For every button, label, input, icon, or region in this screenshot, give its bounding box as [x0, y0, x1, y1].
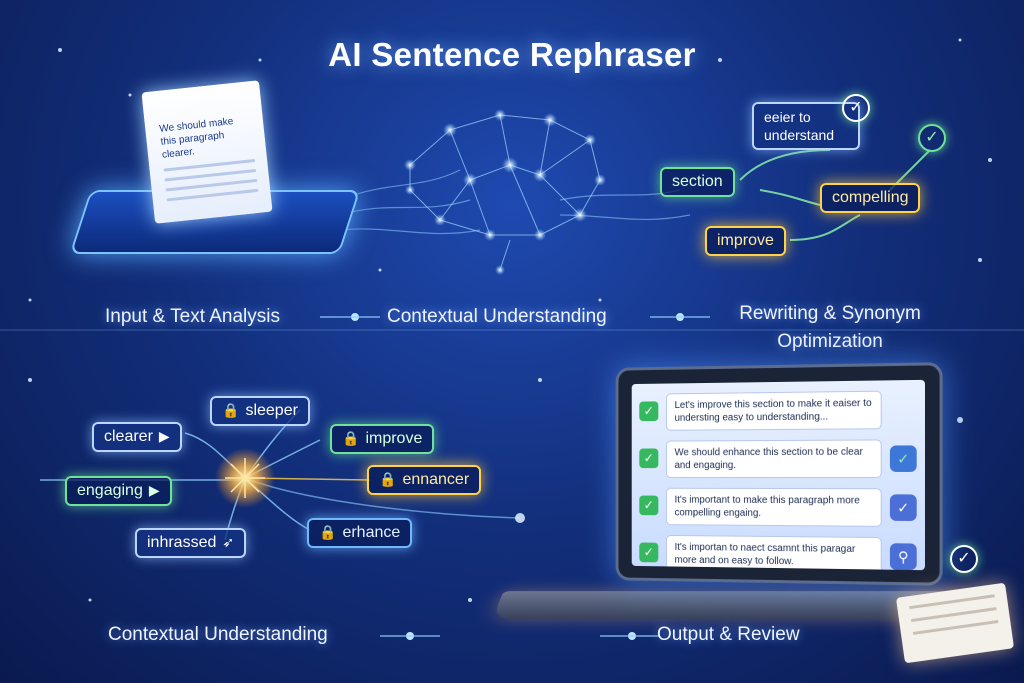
chip-section: section: [660, 167, 735, 197]
laptop-screen: ✓ Let's improve this section to make it …: [631, 379, 925, 571]
chip-infrassed-text: inhrassed: [147, 534, 217, 551]
step-input-label: Input & Text Analysis: [105, 306, 280, 327]
check-icon: ✓: [639, 542, 659, 563]
rephrased-sentence: Let's improve this section to make it ea…: [665, 390, 882, 431]
step-rewriting-line2: Optimization: [777, 331, 883, 352]
chip-easier: eeier to understand: [752, 102, 860, 150]
chip-enhance: 🔒 erhance: [307, 518, 413, 548]
chip-infrassed: inhrassed ➶: [135, 528, 247, 558]
rocket-icon: ➶: [222, 534, 235, 550]
step-output-label: Output & Review: [657, 624, 800, 645]
list-item: ✓ We should enhance this section to be c…: [639, 439, 917, 480]
lock-icon: 🔒: [342, 430, 360, 446]
lock-icon: 🔒: [379, 471, 397, 487]
document-text: We should make this paragraph clearer.: [158, 116, 234, 161]
brain-network: [409, 114, 601, 271]
lock-icon: 🔒: [319, 524, 337, 540]
check-icon: ✓: [918, 124, 946, 152]
chip-enhancer-text: ennancer: [402, 471, 470, 488]
link-icon[interactable]: ⚲: [889, 543, 917, 571]
chip-sleeper-text: sleeper: [245, 402, 298, 419]
chip-compelling: compelling: [820, 183, 921, 213]
list-item: ✓ Let's improve this section to make it …: [639, 390, 916, 433]
step-rewriting-line1: Rewriting & Synonym: [739, 303, 921, 324]
check-icon: ✓: [639, 448, 659, 469]
rephrased-sentence: We should enhance this section to be cle…: [665, 439, 882, 479]
lock-icon: 🔒: [222, 402, 240, 418]
laptop: ✓ Let's improve this section to make it …: [615, 362, 943, 586]
chip-clearer: clearer ▶: [92, 422, 182, 452]
list-item: ✓ It's importan to naect csamnt this par…: [639, 534, 917, 571]
check-icon: ✓: [950, 545, 978, 573]
chip-improve-text: improve: [365, 430, 423, 447]
play-icon: ▶: [158, 428, 170, 444]
page-title: AI Sentence Rephraser: [328, 36, 696, 73]
chip-enhancer: 🔒 ennancer: [367, 465, 482, 495]
chip-sleeper: 🔒 sleeper: [210, 396, 310, 426]
check-icon: ✓: [639, 495, 659, 516]
chip-enhance-text: erhance: [342, 524, 401, 541]
list-item: ✓ It's important to make this paragraph …: [639, 487, 917, 529]
rephrased-sentence: It's importan to naect csamnt this parag…: [665, 534, 882, 571]
approve-icon[interactable]: ✓: [889, 445, 917, 472]
approve-icon[interactable]: ✓: [889, 494, 917, 522]
chip-engaging-text: engaging: [77, 482, 143, 499]
play-icon: ▶: [148, 482, 160, 498]
step-rewriting-label: Rewriting & Synonym Optimization: [710, 303, 950, 353]
chip-engaging: engaging ▶: [65, 476, 172, 506]
input-document: We should make this paragraph clearer.: [141, 80, 273, 224]
check-icon: ✓: [639, 401, 659, 422]
document-lines: [163, 159, 259, 202]
chip-clearer-text: clearer: [104, 428, 153, 445]
rephrased-sentence: It's important to make this paragraph mo…: [665, 487, 882, 527]
step-context-bottom-label: Contextual Understanding: [108, 624, 328, 645]
chip-improve-bottom: 🔒 improve: [330, 424, 435, 454]
check-icon: ✓: [842, 94, 870, 122]
chip-improve: improve: [705, 226, 786, 256]
step-context-top-label: Contextual Understanding: [387, 306, 607, 327]
